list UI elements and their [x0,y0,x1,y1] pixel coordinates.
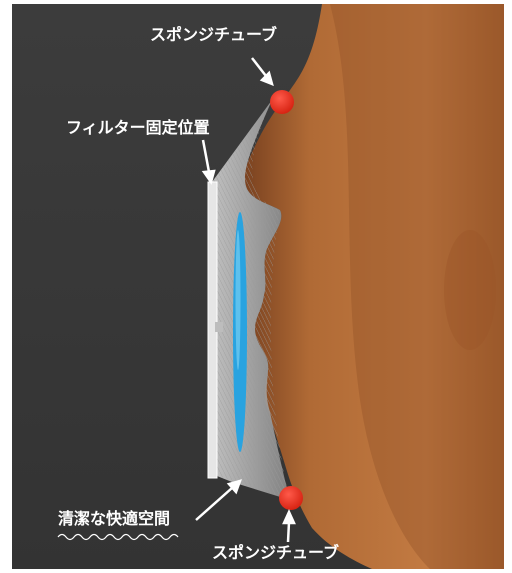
blue-filter-highlight [236,230,241,370]
label-filter-position: フィルター固定位置 [66,118,210,137]
ear-hint [444,230,496,350]
label-clean-space: 清潔な快適空間 [58,509,170,528]
label-sponge-tube-bottom: スポンジチューブ [212,543,339,562]
filter-frame-joint [215,322,223,332]
sponge-tube-top-icon [270,90,294,114]
label-sponge-tube-top: スポンジチューブ [150,25,277,44]
sponge-tube-bottom-icon [279,486,303,510]
